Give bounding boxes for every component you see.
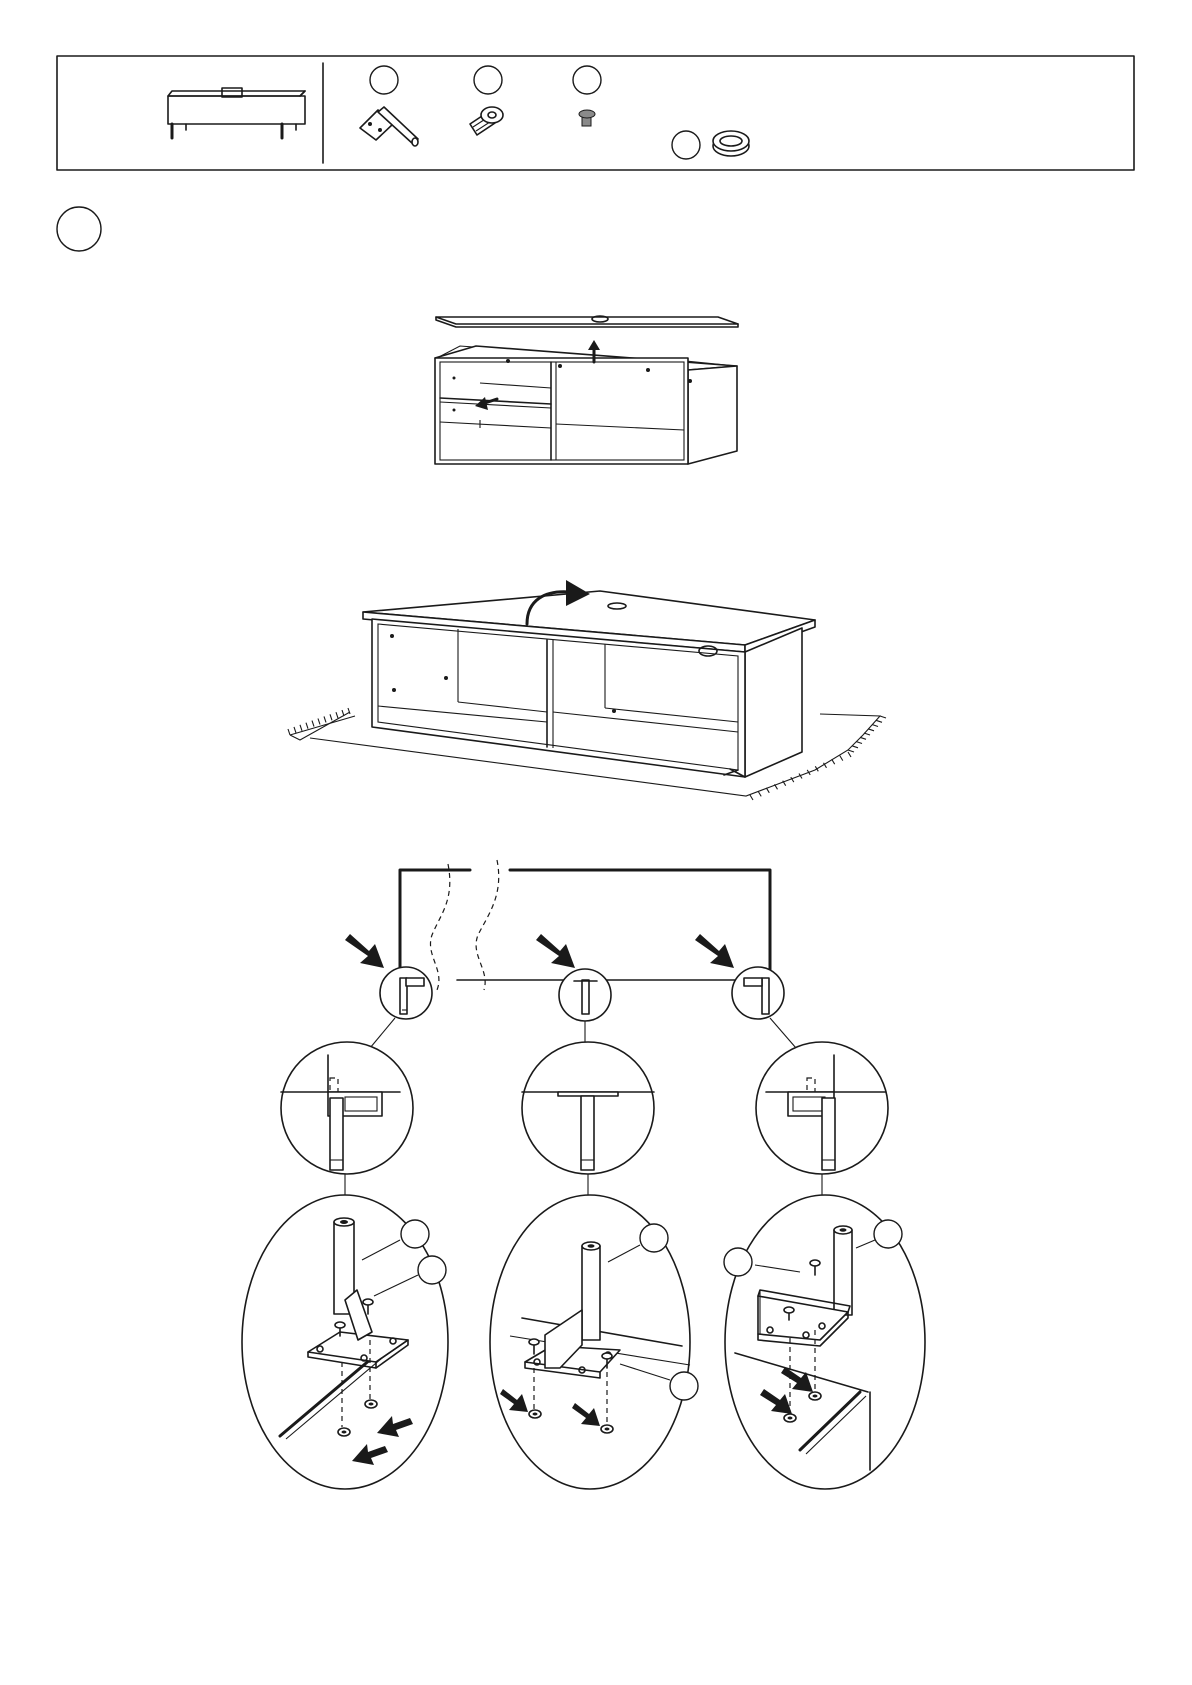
callout-leg-circle-mid [640,1224,668,1252]
flat-head-bolt-icon [470,107,503,135]
detail-circle-left-small [380,967,432,1019]
detail-circle-right-large [756,1042,888,1174]
detail-circle-right-small [732,967,784,1019]
parts-header [57,56,1134,170]
attach-legs-diagram [242,860,925,1489]
cable-grommet-icon [713,131,749,156]
callout-screw-circle-right [724,1248,752,1276]
part-label-circle-3 [573,66,601,94]
step-circle-icon [57,207,101,251]
part-label-circle-2 [474,66,502,94]
detail-circle-mid-large [522,1042,654,1174]
tv-bench-icon [168,88,305,138]
remove-top-panel-diagram [435,316,738,464]
callout-screw-circle [418,1256,446,1284]
small-screw-icon [579,110,595,126]
detail-circle-mid-small [559,969,611,1021]
detail-oval-right [724,1195,925,1489]
detail-circle-left-large [281,1042,413,1174]
callout-screw-circle-mid [670,1372,698,1400]
part-label-circle-1 [370,66,398,94]
detail-oval-left [242,1195,448,1489]
detail-oval-mid [490,1195,698,1489]
down-right-arrow-icon [345,934,734,968]
callout-leg-circle [401,1220,429,1248]
part-label-circle-4 [672,131,700,159]
flip-over-on-rug-diagram [288,580,886,800]
callout-leg-circle-right [874,1220,902,1248]
angled-leg-icon [360,107,418,146]
